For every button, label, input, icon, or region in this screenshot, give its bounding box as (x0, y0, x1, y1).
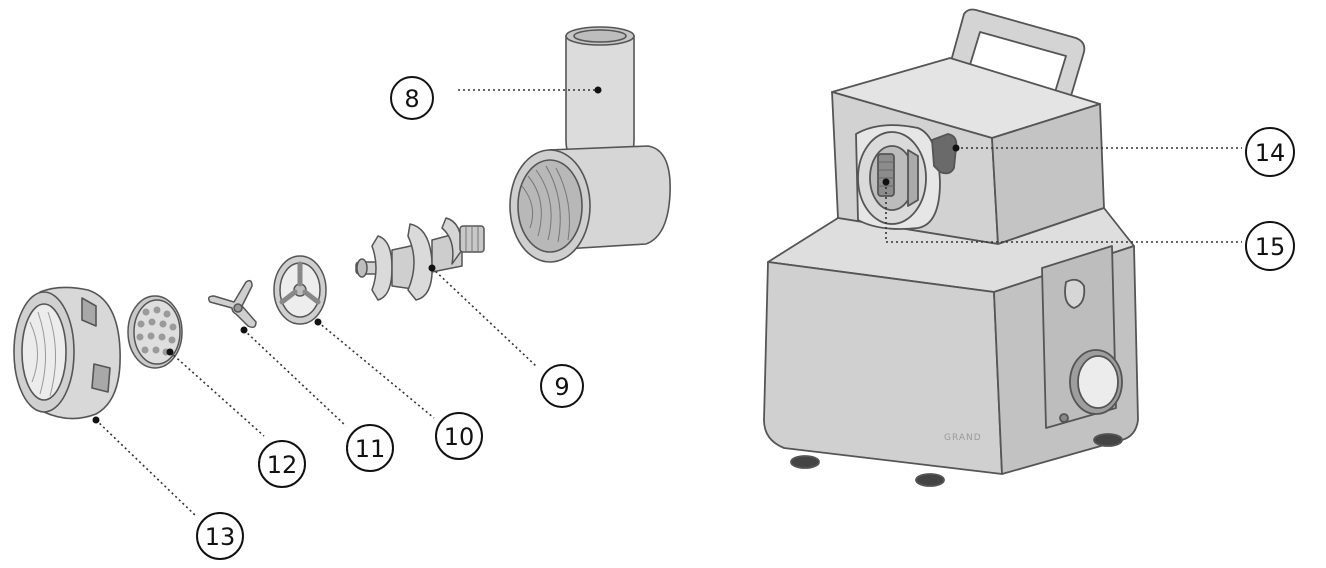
leader-dots (92, 86, 960, 424)
callout-15: 15 (1245, 221, 1295, 271)
callout-label-11: 11 (355, 435, 386, 463)
callout-label-13: 13 (205, 523, 236, 551)
part-13-ring-nut (13, 286, 121, 420)
callout-9: 9 (540, 364, 584, 408)
part-12-mincing-plate (127, 295, 183, 369)
part-9-auger (355, 217, 485, 301)
leader-lines (95, 89, 1242, 517)
callout-label-9: 9 (554, 373, 569, 401)
part-10-plate (273, 255, 327, 325)
callout-label-14: 14 (1255, 139, 1286, 167)
callout-10: 10 (435, 412, 483, 460)
part-11-blade (207, 279, 257, 329)
callout-label-8: 8 (404, 85, 419, 113)
callout-label-10: 10 (444, 423, 475, 451)
callout-12: 12 (258, 440, 306, 488)
callout-14: 14 (1245, 127, 1295, 177)
callout-13: 13 (196, 512, 244, 560)
callout-8: 8 (390, 76, 434, 120)
callout-11: 11 (346, 424, 394, 472)
callout-label-12: 12 (267, 451, 298, 479)
part-8-housing (509, 26, 671, 263)
main-unit (763, 8, 1139, 487)
brand-logo: GRAND (944, 433, 982, 443)
callout-label-15: 15 (1255, 233, 1286, 261)
